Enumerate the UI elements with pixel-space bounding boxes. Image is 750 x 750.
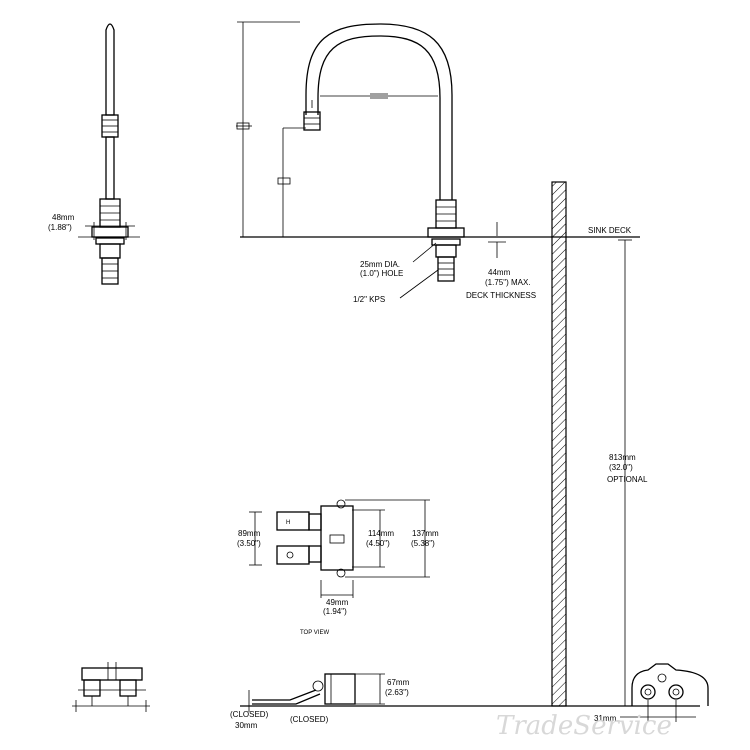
side-dim-in: (1.88"): [48, 223, 72, 232]
top-c-in: (5.38"): [411, 539, 435, 548]
pedal-side-elevation: [240, 673, 700, 712]
closed-label-b: (CLOSED): [290, 715, 329, 724]
top-a-mm: 89mm: [238, 529, 261, 538]
deck-in: (1.75") MAX.: [485, 278, 531, 287]
svg-text:H: H: [286, 520, 290, 526]
watermark-logo: TradeService: [496, 711, 672, 741]
height-mm: 813mm: [609, 453, 636, 462]
top-view-label: TOP VIEW: [300, 630, 329, 636]
height-in: (32.0"): [609, 463, 633, 472]
bottom-mm: 31mm: [594, 714, 617, 723]
top-view-pedals: H: [249, 499, 430, 598]
top-b-mm: 114mm: [368, 529, 394, 538]
gooseneck-spout: [303, 23, 465, 282]
side-view-faucet: [78, 23, 140, 285]
pedal-front-elevation: [72, 662, 150, 712]
height-dimension-813: [618, 239, 632, 706]
side-dim-mm: 48mm: [52, 213, 75, 222]
hole-in: (1.0") HOLE: [360, 269, 403, 278]
deck-mm: 44mm: [488, 268, 511, 277]
sink-deck-label: SINK DECK: [588, 226, 632, 235]
top-a-in: (3.50"): [237, 539, 261, 548]
closed-mm: 30mm: [235, 721, 258, 730]
deck-thickness-dimension: [488, 222, 506, 258]
deck-note: DECK THICKNESS: [466, 291, 536, 300]
pedal-mm: 67mm: [387, 678, 410, 687]
gooseneck-height-dimensions: [236, 21, 306, 237]
floor-flange: [620, 663, 709, 722]
optional-label: OPTIONAL: [607, 475, 648, 484]
top-d-mm: 49mm: [326, 598, 349, 607]
top-b-in: (4.50"): [366, 539, 390, 548]
floor-wall-section: [551, 181, 567, 707]
kps-leader: [399, 269, 439, 299]
hole-mm: 25mm DIA.: [360, 260, 400, 269]
kps-label: 1/2" KPS: [353, 295, 385, 304]
top-c-mm: 137mm: [412, 529, 439, 538]
top-d-in: (1.94"): [323, 607, 347, 616]
closed-label-a: (CLOSED): [230, 710, 269, 719]
hole-leader: [412, 242, 437, 263]
pedal-in: (2.63"): [385, 688, 409, 697]
